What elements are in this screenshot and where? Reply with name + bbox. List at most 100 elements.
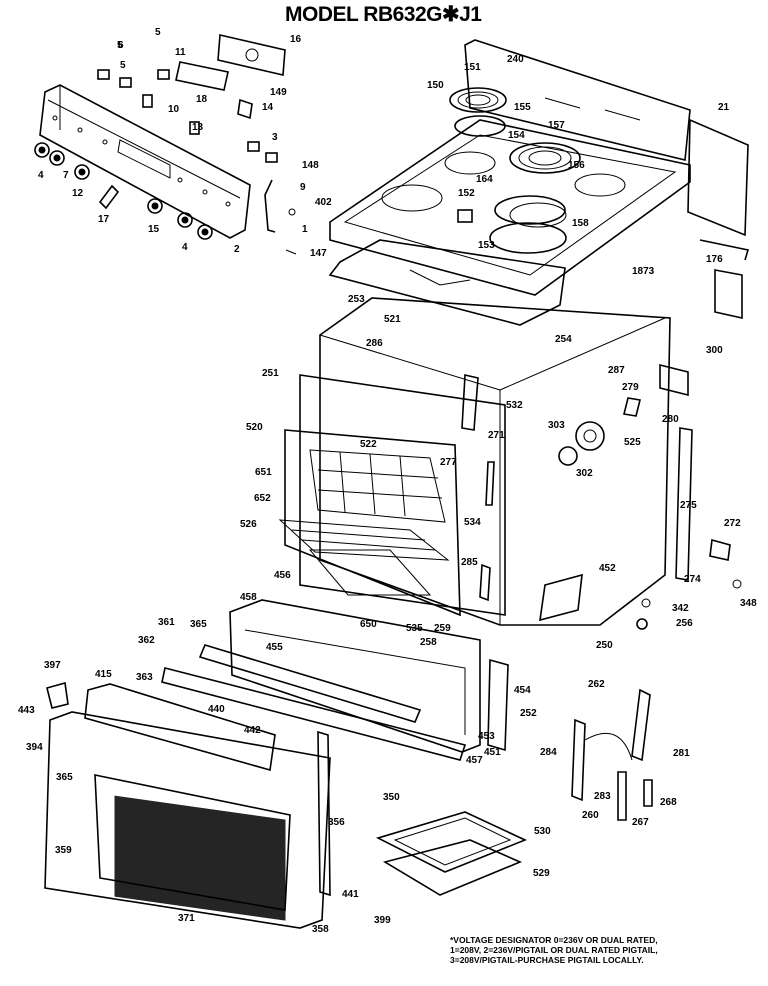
part-label: 5 <box>120 60 126 71</box>
part-label: 530 <box>534 826 551 837</box>
part-label: 12 <box>72 188 84 199</box>
broiler-pan-and-door-hardware <box>375 688 653 896</box>
part-label: 1873 <box>632 266 655 277</box>
part-label: 4 <box>182 242 188 253</box>
part-label: 151 <box>464 62 481 73</box>
part-label: 254 <box>555 334 572 345</box>
part-label: 356 <box>328 817 345 828</box>
part-label: 650 <box>360 619 377 630</box>
note-line: 1=208V, 2=236V/PIGTAIL OR DUAL RATED PIG… <box>450 945 658 955</box>
note-line: *VOLTAGE DESIGNATOR 0=236V OR DUAL RATED… <box>450 935 658 945</box>
part-label: 15 <box>148 224 160 235</box>
part-label: 258 <box>420 637 437 648</box>
part-label: 452 <box>599 563 616 574</box>
part-label: 268 <box>660 797 677 808</box>
part-label: 652 <box>254 493 271 504</box>
part-label: 16 <box>290 34 302 45</box>
part-label: 350 <box>383 792 400 803</box>
lower-drawer-and-door <box>44 599 509 929</box>
part-label: 9 <box>300 182 306 193</box>
part-label: 397 <box>44 660 61 671</box>
part-label: 256 <box>676 618 693 629</box>
part-label: 453 <box>478 731 495 742</box>
part-label: 275 <box>680 500 697 511</box>
part-label: 277 <box>440 457 457 468</box>
part-label: 155 <box>514 102 531 113</box>
part-label: 17 <box>98 214 110 225</box>
part-label: 525 <box>624 437 641 448</box>
part-label: 280 <box>662 414 679 425</box>
part-label: 18 <box>196 94 208 105</box>
part-label: 302 <box>576 468 593 479</box>
part-label: 287 <box>608 365 625 376</box>
part-label: 2 <box>234 244 240 255</box>
part-label: 14 <box>262 102 274 113</box>
part-label: 534 <box>464 517 481 528</box>
part-label: 6 <box>118 40 124 51</box>
part-label: 252 <box>520 708 537 719</box>
part-label: 5 <box>155 27 161 38</box>
part-label: 348 <box>740 598 757 609</box>
part-label: 272 <box>724 518 741 529</box>
part-label: 10 <box>168 104 180 115</box>
part-label: 371 <box>178 913 195 924</box>
part-label: 532 <box>506 400 523 411</box>
part-label: 150 <box>427 80 444 91</box>
part-label: 157 <box>548 120 565 131</box>
part-label: 149 <box>270 87 287 98</box>
cooktop-assembly <box>328 39 750 326</box>
part-label: 526 <box>240 519 257 530</box>
part-label: 240 <box>507 54 524 65</box>
part-label: 442 <box>244 725 261 736</box>
part-label: 153 <box>478 240 495 251</box>
part-label: 361 <box>158 617 175 628</box>
part-label: 399 <box>374 915 391 926</box>
oven-liner-and-racks <box>278 374 506 617</box>
part-label: 154 <box>508 130 525 141</box>
part-label: 454 <box>514 685 531 696</box>
part-label: 11 <box>175 47 186 58</box>
part-label: 535 <box>406 623 423 634</box>
part-label: 521 <box>384 314 401 325</box>
part-label: 7 <box>63 170 69 181</box>
part-label: 365 <box>56 772 73 783</box>
part-label: 441 <box>342 889 359 900</box>
oven-body <box>319 269 743 630</box>
part-label: 274 <box>684 574 701 585</box>
part-label: 358 <box>312 924 329 935</box>
part-label: 286 <box>366 338 383 349</box>
part-label: 164 <box>476 174 493 185</box>
part-label: 342 <box>672 603 689 614</box>
part-label: 271 <box>488 430 505 441</box>
part-label: 251 <box>262 368 279 379</box>
part-label: 259 <box>434 623 451 634</box>
part-label: 402 <box>315 197 332 208</box>
note-line: 3=208V/PIGTAIL-PURCHASE PIGTAIL LOCALLY. <box>450 955 644 965</box>
part-label: 152 <box>458 188 475 199</box>
part-label: 415 <box>95 669 112 680</box>
control-panel-assembly <box>34 34 297 255</box>
part-label: 176 <box>706 254 723 265</box>
part-label: 1 <box>302 224 308 235</box>
part-label: 394 <box>26 742 43 753</box>
part-label: 440 <box>208 704 225 715</box>
part-label: 284 <box>540 747 557 758</box>
part-label: 522 <box>360 439 377 450</box>
part-label: 260 <box>582 810 599 821</box>
part-label: 4 <box>38 170 44 181</box>
part-label: 279 <box>622 382 639 393</box>
part-label: 250 <box>596 640 613 651</box>
part-label: 262 <box>588 679 605 690</box>
model-title: MODEL RB632G✱J1 <box>285 3 482 26</box>
part-label: 362 <box>138 635 155 646</box>
part-label: 456 <box>274 570 291 581</box>
part-label: 359 <box>55 845 72 856</box>
part-label: 365 <box>190 619 207 630</box>
part-label: 156 <box>568 160 585 171</box>
part-label: 457 <box>466 755 483 766</box>
part-label: 281 <box>673 748 690 759</box>
part-label: 253 <box>348 294 365 305</box>
part-label: 451 <box>484 747 501 758</box>
